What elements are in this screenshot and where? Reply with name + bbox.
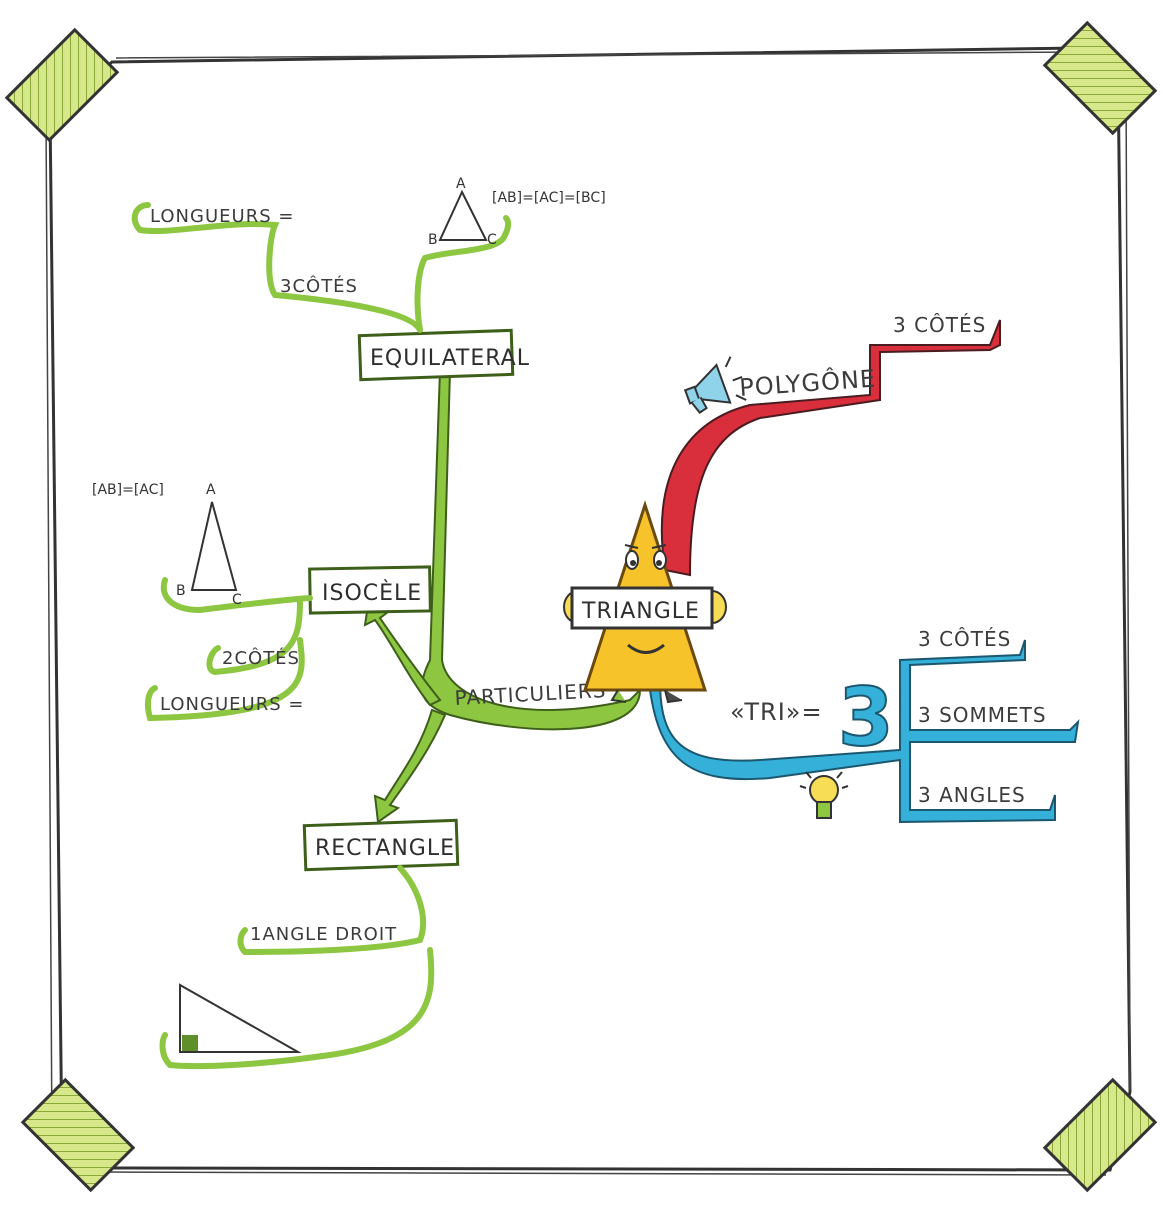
red-branch bbox=[660, 319, 1001, 577]
central-node: TRIANGLE bbox=[563, 586, 727, 630]
rectangle-label: RECTANGLE bbox=[315, 836, 455, 861]
isocele-sub-lines bbox=[144, 577, 313, 722]
lightbulb-icon bbox=[799, 771, 849, 819]
rect-sub1: 1ANGLE DROIT bbox=[250, 924, 397, 945]
megaphone-icon bbox=[683, 356, 747, 414]
tape-icon bbox=[1042, 20, 1158, 136]
tape-icon bbox=[20, 1077, 136, 1193]
equilateral-box: EQUILATERAL bbox=[357, 328, 530, 382]
iso-formula: [AB]=[AC] bbox=[92, 482, 164, 498]
isocele-box: ISOCÈLE bbox=[308, 565, 432, 615]
rectangle-sub-lines bbox=[159, 865, 435, 1070]
equilateral-sub-lines bbox=[131, 202, 512, 333]
eq-vertex-b: B bbox=[428, 232, 438, 248]
eq-vertex-c: C bbox=[487, 232, 497, 248]
right-triangle-icon bbox=[179, 983, 302, 1053]
iso-vertex-b: B bbox=[176, 583, 186, 599]
eq-vertex-a: A bbox=[456, 176, 466, 192]
iso-sub1: 2CÔTÉS bbox=[222, 647, 300, 669]
eq-sub2: 3CÔTÉS bbox=[280, 275, 358, 297]
isocele-label: ISOCÈLE bbox=[322, 580, 422, 606]
red-sub-label: 3 CÔTÉS bbox=[893, 313, 986, 337]
green-main-branch bbox=[420, 360, 642, 731]
tri-number: 3 bbox=[838, 671, 894, 764]
tri-prefix: «TRI»= bbox=[730, 698, 823, 726]
tape-icon bbox=[1042, 1077, 1158, 1193]
eq-sub1: LONGUEURS = bbox=[150, 206, 294, 227]
isosceles-triangle-icon bbox=[190, 501, 238, 591]
blue-branch bbox=[648, 639, 1080, 824]
equilateral-triangle-icon bbox=[438, 189, 488, 241]
iso-sub2: LONGUEURS = bbox=[160, 694, 304, 715]
central-label: TRIANGLE bbox=[581, 599, 700, 624]
green-to-rectangle bbox=[373, 708, 447, 824]
rectangle-box: RECTANGLE bbox=[302, 818, 460, 872]
eq-formula: [AB]=[AC]=[BC] bbox=[492, 190, 606, 206]
tape-icon bbox=[4, 27, 120, 143]
equilateral-label: EQUILATERAL bbox=[370, 346, 530, 371]
blue-item-3: 3 ANGLES bbox=[918, 783, 1026, 807]
paper-frame-inner bbox=[45, 51, 1131, 1176]
iso-vertex-c: C bbox=[232, 592, 242, 608]
iso-vertex-a: A bbox=[206, 482, 216, 498]
blue-item-2: 3 SOMMETS bbox=[918, 703, 1047, 727]
blue-item-1: 3 CÔTÉS bbox=[918, 627, 1011, 651]
